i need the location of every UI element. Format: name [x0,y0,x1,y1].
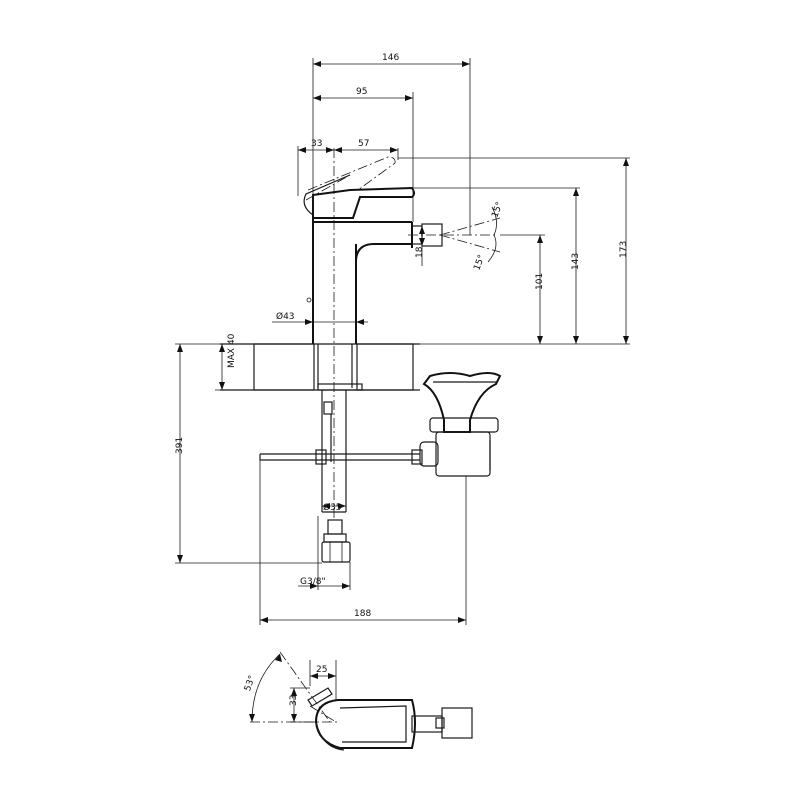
svg-text:33: 33 [311,139,322,149]
svg-text:18: 18 [415,246,425,258]
supply-connector [321,519,351,563]
plan-view-faucet [249,651,473,751]
svg-text:173: 173 [619,241,629,258]
mounting-shank [317,344,363,513]
svg-text:391: 391 [175,437,185,454]
svg-text:143: 143 [571,253,581,270]
dim-146: 146 [313,53,470,67]
svg-text:57: 57 [358,139,369,149]
dim-18: 18 [415,226,425,266]
svg-text:95: 95 [356,87,367,97]
svg-text:G3/8": G3/8" [300,577,326,587]
dim-53-degree: 53° [243,674,258,692]
popup-rod [259,449,423,465]
svg-text:Ø43: Ø43 [276,311,295,322]
drain-assembly [419,372,502,477]
svg-text:188: 188 [354,609,371,619]
dim-143: 143 [571,188,581,344]
svg-text:25: 25 [316,665,327,675]
dim-diameter-35: Ø35 [322,502,346,513]
svg-text:33: 33 [289,695,299,706]
dim-33-57: 33 57 [298,139,398,153]
dim-173: 173 [619,158,629,344]
svg-text:101: 101 [535,273,545,290]
countertop-section [220,343,420,391]
faucet-lever [303,156,415,222]
dim-max-40: MAX 40 [219,333,237,390]
dim-25: 25 [309,660,337,700]
svg-text:Ø35: Ø35 [323,502,342,513]
dim-188: 188 [260,609,466,623]
svg-text:53°: 53° [243,674,258,692]
dim-diameter-43: Ø43 [272,311,368,325]
dim-391: 391 [175,344,185,563]
dim-g38-thread: G3/8" [298,577,350,589]
dim-95: 95 [313,87,413,101]
angle-15-top-label: 15° [490,201,505,219]
svg-text:146: 146 [382,53,399,63]
dim-33-plan: 33 [289,687,316,723]
svg-text:MAX 40: MAX 40 [227,333,237,368]
dim-101: 101 [535,235,545,344]
angle-15-bottom-label: 15° [472,254,487,272]
extension-lines [175,58,630,625]
